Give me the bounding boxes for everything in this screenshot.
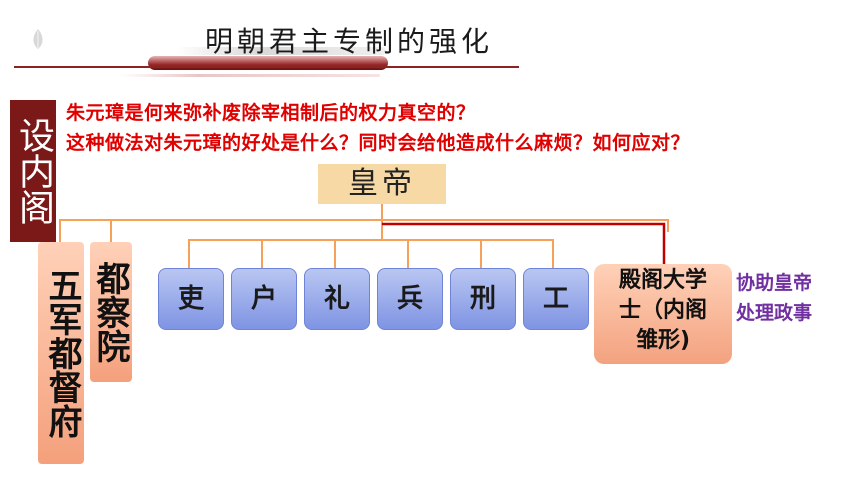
ministry-personnel: 吏 xyxy=(158,268,224,330)
question-line-2: 这种做法对朱元璋的好处是什么？同时会给他造成什么麻烦？如何应对？ xyxy=(66,132,691,154)
grand-secretary-line-2: 士（内阁 xyxy=(618,298,707,323)
five-army-box: 五军都督府 xyxy=(38,242,84,464)
emperor-box: 皇帝 xyxy=(318,164,446,204)
title-divider xyxy=(14,66,519,68)
ministry-works: 工 xyxy=(523,268,589,330)
leaf-icon xyxy=(33,29,43,49)
ministry-revenue: 户 xyxy=(231,268,297,330)
title-shadow xyxy=(120,74,380,77)
censorate-box: 都察院 xyxy=(90,242,132,382)
grand-secretary-line-3: 雏形) xyxy=(635,328,691,353)
side-tag: 设内阁 xyxy=(10,100,56,242)
ministry-rites: 礼 xyxy=(304,268,370,330)
page-title: 明朝君主专制的强化 xyxy=(205,25,494,58)
note-line-2: 处理政事 xyxy=(736,302,813,324)
grand-secretary-box: 殿阁大学 士（内阁 雏形) xyxy=(594,264,732,364)
grand-secretary-line-1: 殿阁大学 xyxy=(618,268,707,293)
ministry-justice: 刑 xyxy=(450,268,516,330)
note-line-1: 协助皇帝 xyxy=(736,272,813,294)
title-highlight xyxy=(176,47,386,55)
ministry-war: 兵 xyxy=(377,268,443,330)
question-line-1: 朱元璋是何来弥补废除宰相制后的权力真空的？ xyxy=(66,102,476,124)
